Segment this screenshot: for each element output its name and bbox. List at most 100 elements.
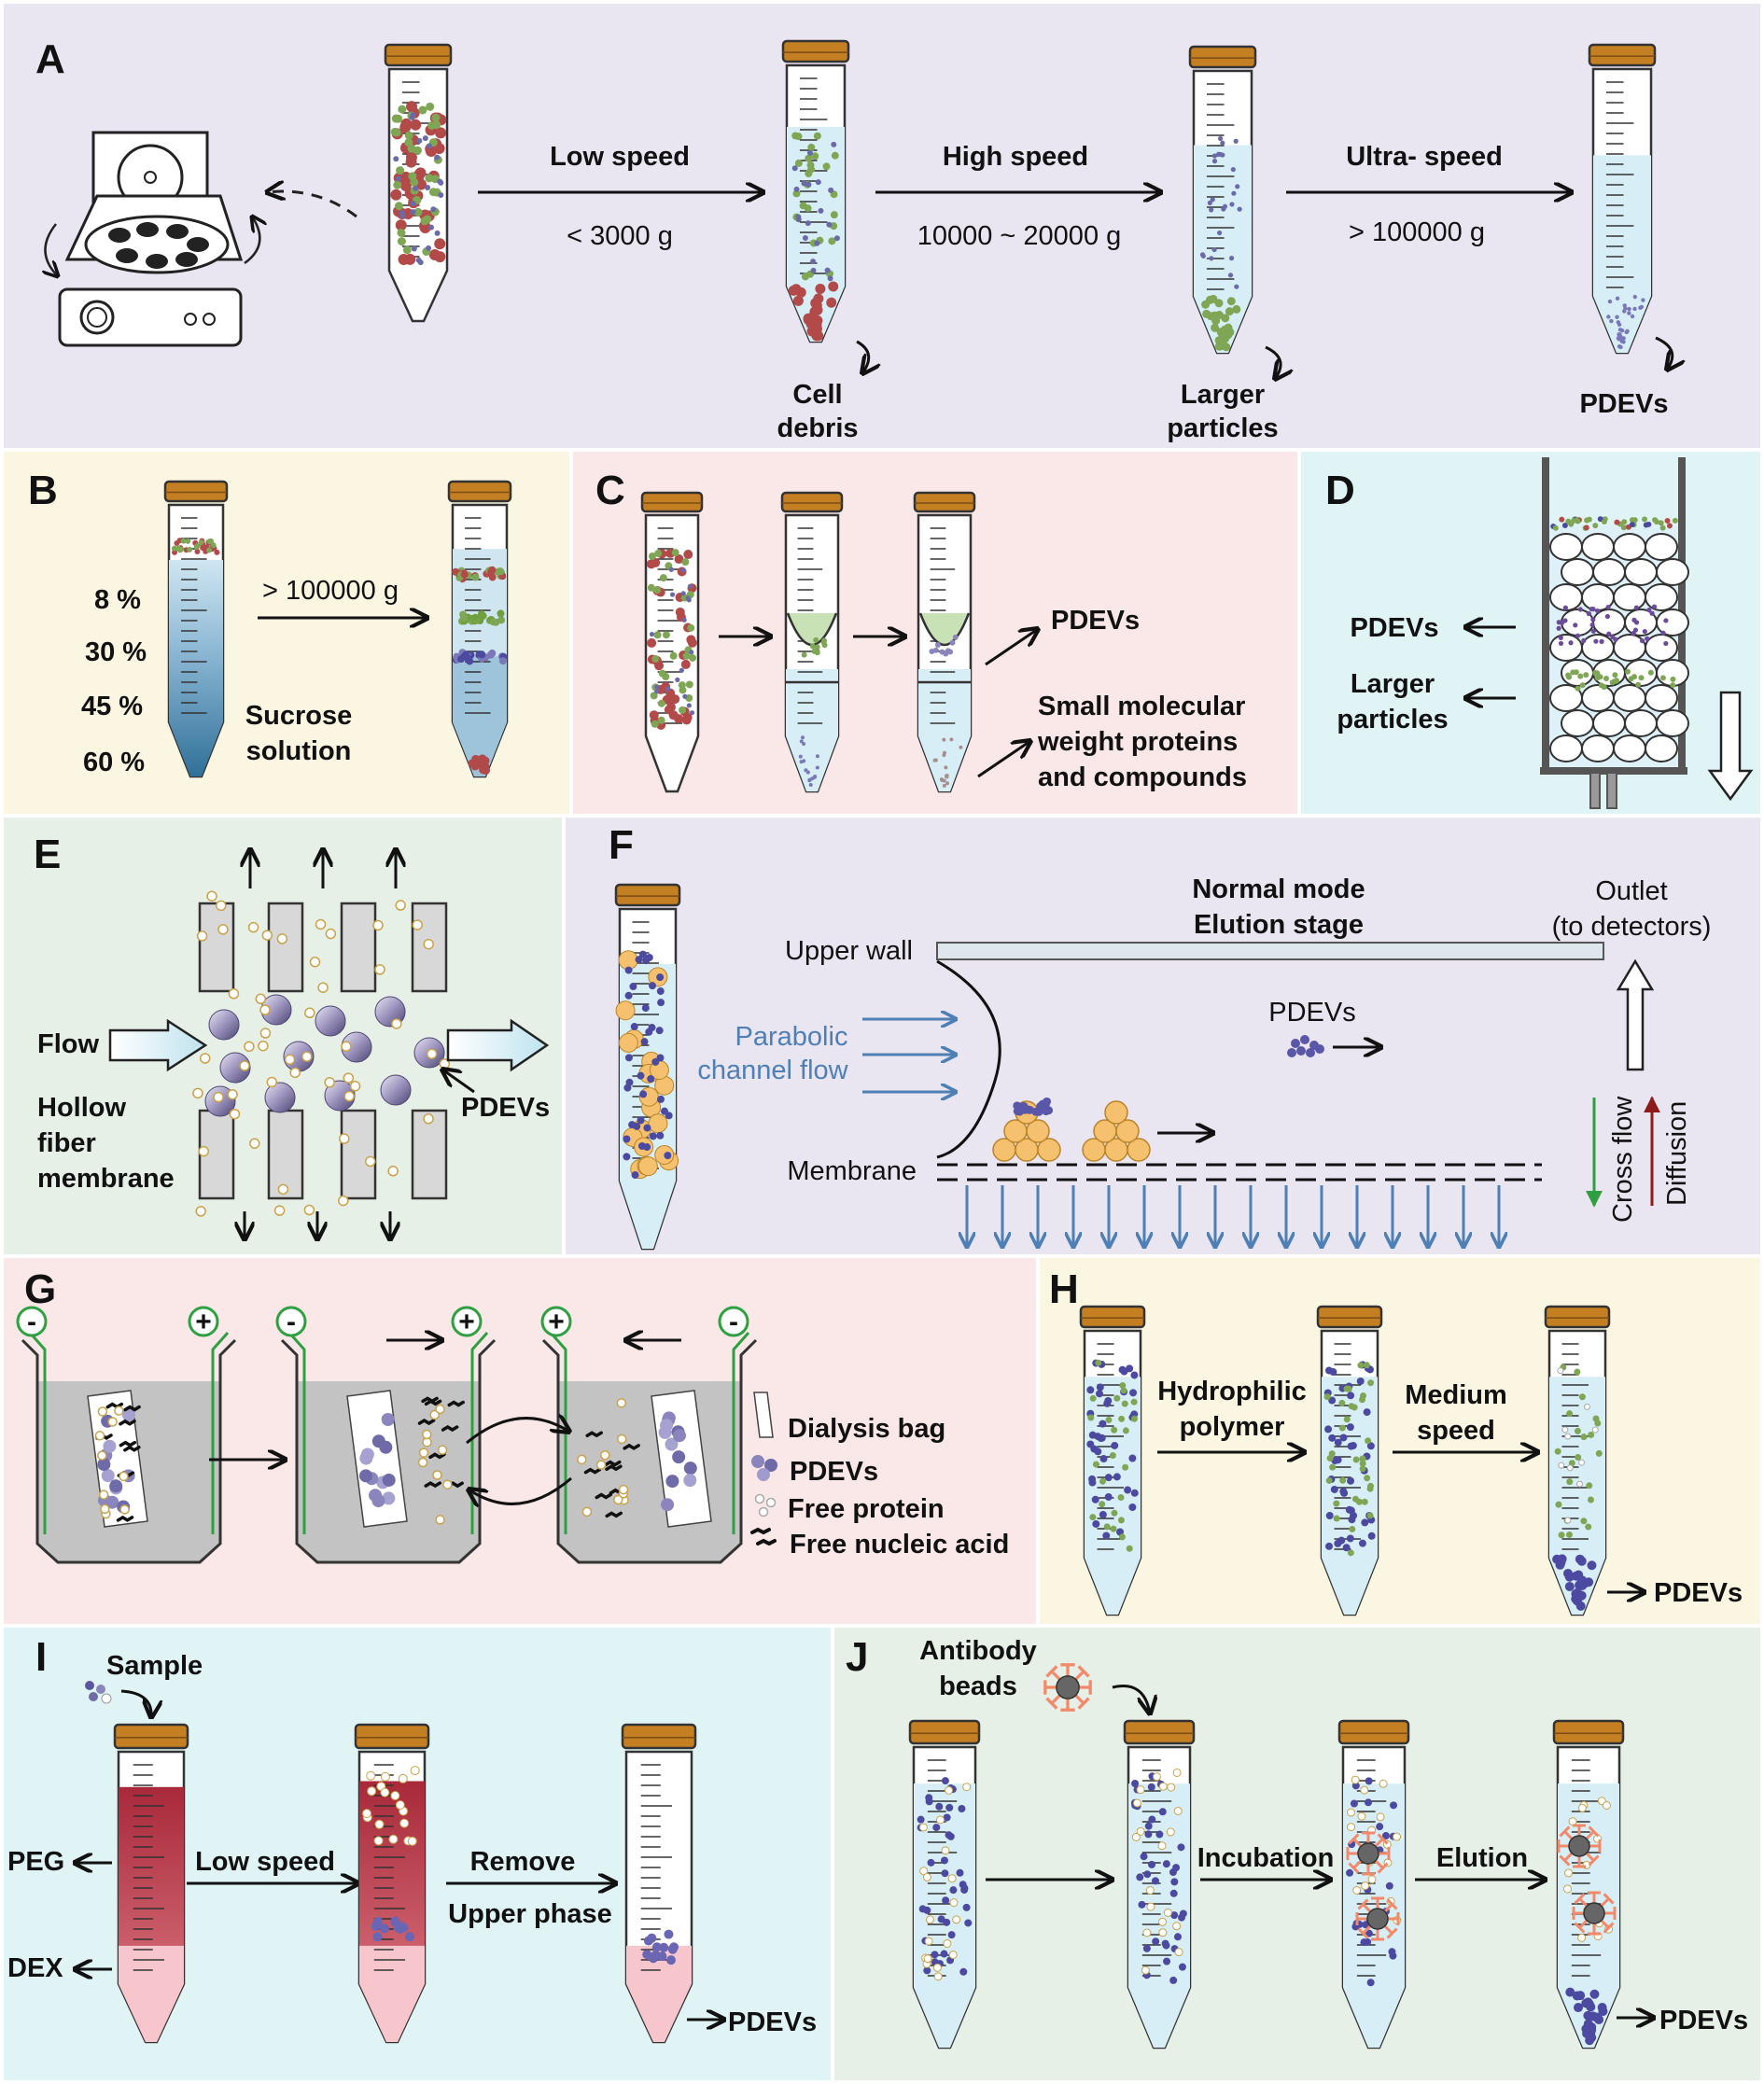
f-membrane-lines (937, 1163, 1542, 1182)
h-step1-l1: Hydrophilic (1157, 1377, 1307, 1406)
antibody-bead-icon (1355, 1896, 1400, 1941)
g-cycle-arrow-1 (466, 1419, 569, 1445)
j-step2: Incubation (1197, 1843, 1335, 1873)
h-tube-3 (1544, 1305, 1611, 1616)
panel-h-letter: H (1049, 1266, 1079, 1312)
g-leg2: PDEVs (790, 1457, 878, 1487)
e-mem-l3: membrane (37, 1164, 175, 1194)
f-outlet-l1: Outlet (1595, 876, 1667, 906)
e-flow: Flow (37, 1029, 99, 1059)
h-step2-l1: Medium (1405, 1380, 1507, 1410)
h-step1-l2: polymer (1180, 1412, 1285, 1442)
centrifuge-icon (45, 131, 259, 347)
b-sol-l1: Sucrose (245, 701, 352, 731)
svg-text:-: - (287, 1307, 296, 1337)
i-step2-l1: Remove (470, 1847, 576, 1877)
a-step1-bottom: < 3000 g (567, 221, 673, 251)
f-parabolic-flow (862, 1019, 956, 1092)
j-ab-l1: Antibody (919, 1636, 1037, 1666)
svg-text:-: - (729, 1307, 738, 1337)
minus-electrode-icon: - (718, 1306, 749, 1337)
i-sample: Sample (106, 1651, 203, 1681)
j-tube-1 (908, 1719, 981, 2049)
b-bands (452, 566, 508, 776)
c-tube-1 (640, 491, 704, 793)
b-tube-2 (447, 480, 512, 778)
return-dashed-arrow (267, 191, 357, 218)
e-flow-out-arrow (446, 1018, 550, 1072)
b-g30: 30 % (85, 637, 147, 667)
antibody-bead-icon (1346, 1831, 1391, 1876)
e-mem-l2: fiber (37, 1128, 96, 1158)
c-out2-l3: and compounds (1038, 762, 1247, 792)
panel-h-bg (1040, 1258, 1760, 1624)
f-upper-wall (936, 942, 1604, 960)
a-tube-2 (781, 39, 850, 343)
f-cross-flow-arrows (967, 1185, 1499, 1247)
panel-j-letter: J (846, 1634, 868, 1680)
plus-electrode-icon: + (451, 1306, 483, 1337)
c-arrow-4 (977, 741, 1030, 778)
c-tube-2-filter (786, 612, 838, 684)
j-tube-2 (1123, 1719, 1196, 2049)
electrode-signs: -+-++- (16, 1306, 749, 1337)
i-step1: Low speed (195, 1847, 335, 1877)
c-out2-l2: weight proteins (1037, 727, 1238, 757)
panel-a-letter: A (35, 36, 65, 82)
a-out2-l2: particles (1167, 413, 1278, 443)
f-pdev-cluster (1287, 1035, 1324, 1057)
i-tube-1 (113, 1723, 189, 2044)
antibody-bead-icon (1572, 1891, 1617, 1936)
j-tube-3 (1337, 1719, 1410, 2049)
antibody-bead-icon (1043, 1663, 1092, 1712)
i-tube-3-pdevs (642, 1929, 679, 1965)
f-outlet-l2: (to detectors) (1552, 912, 1712, 942)
d-out2-l1: Larger (1351, 669, 1435, 699)
panel-g-letter: G (24, 1266, 56, 1312)
e-flow-in-arrow (108, 1018, 208, 1072)
b-sol-l2: solution (246, 736, 352, 766)
f-outlet-arrow (1616, 958, 1655, 1071)
d-out2-l2: particles (1337, 705, 1448, 734)
sec-column (1540, 457, 1689, 809)
i-tube-2 (354, 1723, 430, 2044)
electrophoresis-setups (21, 1332, 758, 1564)
j-step3: Elution (1436, 1843, 1528, 1873)
f-par-l1: Parabolic (735, 1022, 848, 1052)
d-down-arrow (1707, 691, 1754, 802)
i-peg: PEG (7, 1847, 64, 1877)
panel-a-bg (4, 4, 1760, 448)
e-pdev-pointer (442, 1070, 475, 1094)
b-g8: 8 % (94, 585, 141, 615)
c-tube-3-filter (918, 612, 971, 684)
panel-e-letter: E (34, 832, 61, 877)
g-leg4: Free nucleic acid (790, 1530, 1009, 1560)
f-tube (614, 883, 681, 1251)
a-tube-1 (384, 43, 453, 323)
h-tube-2 (1316, 1305, 1383, 1616)
i-dex: DEX (7, 1953, 63, 1983)
a-step3-top: Ultra- speed (1346, 142, 1503, 172)
g-leg-bag-icon (753, 1392, 774, 1438)
svg-text:+: + (458, 1307, 475, 1337)
a-tube-4 (1588, 43, 1657, 355)
g-leg-pdev-icon (751, 1455, 777, 1481)
a-tube-3 (1188, 45, 1257, 355)
i-step2-l2: Upper phase (448, 1899, 612, 1929)
a-out3: PDEVs (1579, 389, 1668, 419)
b-g45: 45 % (81, 692, 143, 721)
a-step2-top: High speed (943, 142, 1088, 172)
j-tube-3-beads (1346, 1831, 1400, 1941)
tubes-layer (113, 39, 1657, 2049)
h-out: PDEVs (1654, 1578, 1743, 1608)
i-out: PDEVs (728, 2007, 817, 2037)
c-out1: PDEVs (1051, 606, 1140, 636)
a-step1-top: Low speed (550, 142, 690, 172)
f-upper: Upper wall (785, 936, 913, 966)
antibody-bead-icon (1557, 1824, 1602, 1868)
plus-electrode-icon: + (540, 1306, 572, 1337)
a-out2-l1: Larger (1181, 380, 1265, 410)
e-mem-l1: Hollow (37, 1093, 126, 1123)
a-step2-bottom: 10000 ~ 20000 g (917, 221, 1122, 251)
e-pdevs: PDEVs (461, 1093, 550, 1123)
